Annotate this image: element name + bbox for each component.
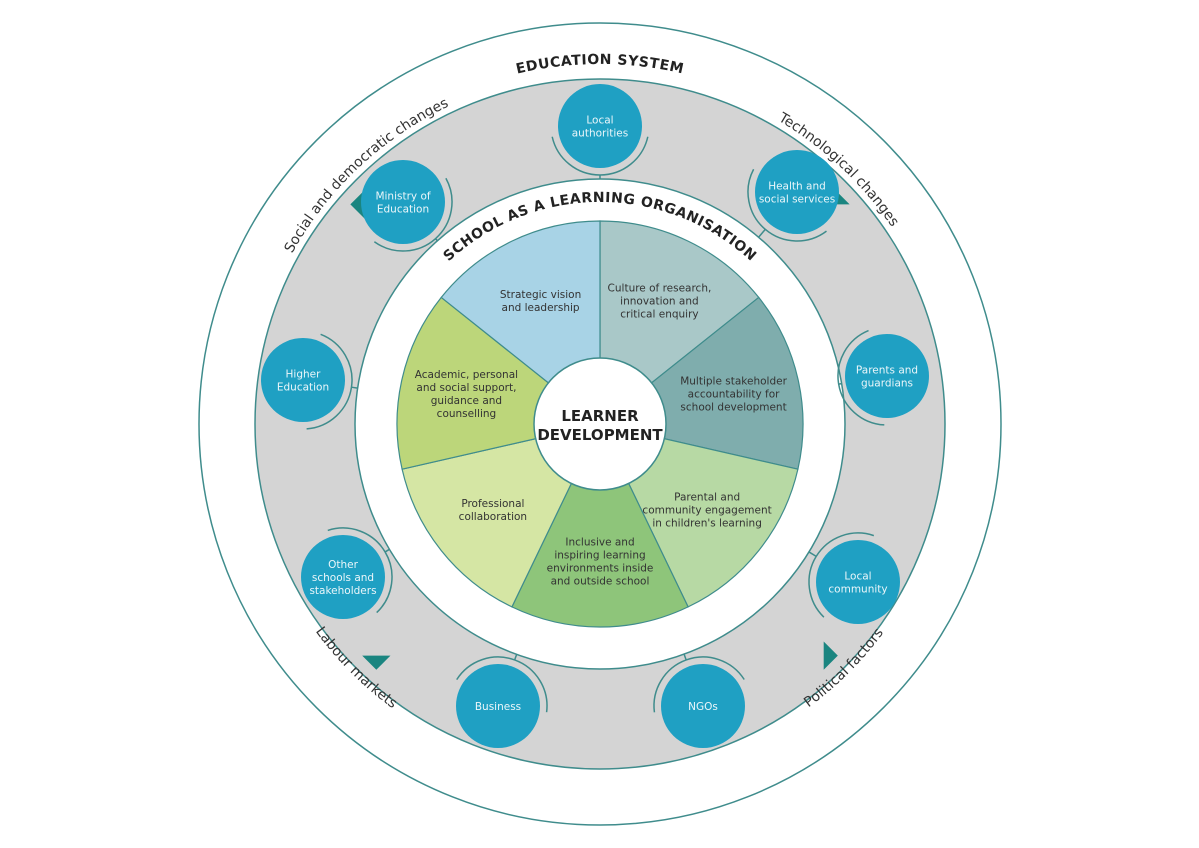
learner-development-circle [533, 357, 667, 491]
dimension-slice [401, 423, 602, 608]
stakeholder-bracket [551, 136, 649, 176]
stakeholder-circle [261, 338, 345, 422]
stakeholder-circle [301, 535, 385, 619]
stakeholder-label: authorities [572, 128, 628, 140]
dimension-label: Inclusive and [565, 537, 634, 549]
stakeholder-label: Business [475, 701, 521, 713]
force-arrow-icon [362, 655, 391, 670]
dimension-label: collaboration [459, 511, 527, 523]
dimension-label: environments inside [547, 563, 654, 575]
dimension-slice [511, 422, 689, 628]
stakeholder-bracket [373, 177, 453, 252]
dimension-label: Professional [461, 498, 524, 510]
dimension-label: and social support, [416, 382, 516, 394]
force-arrow-icon [823, 641, 838, 670]
dimension-label: Multiple stakeholder [680, 376, 787, 388]
dimension-label: Parental and [674, 491, 740, 503]
stakeholder-circle [816, 540, 900, 624]
stakeholder-ngos: NGOs [653, 653, 745, 748]
dimension-label: and outside school [551, 576, 650, 588]
center-label-line-2: DEVELOPMENT [537, 426, 663, 444]
dimension-slice [598, 423, 799, 608]
stakeholder-connector [758, 228, 766, 238]
dimension-label: accountability for [688, 389, 780, 401]
force-arrow-icon [350, 190, 365, 219]
stakeholder-label: Local [586, 115, 613, 127]
stakeholder-circle [558, 84, 642, 168]
stakeholder-label: guardians [861, 378, 913, 390]
dimension-label: in children's learning [652, 517, 762, 529]
stakeholder-label: community [828, 584, 887, 596]
stakeholder-circle [755, 150, 839, 234]
stakeholder-bracket [456, 656, 548, 713]
dimension-label: school development [680, 402, 786, 414]
stakeholder-circle [361, 160, 445, 244]
stakeholder-label: Local [844, 571, 871, 583]
stakeholder-label: Higher [286, 369, 322, 381]
dimension-label: innovation and [620, 296, 699, 308]
stakeholder-label: stakeholders [309, 585, 376, 597]
stakeholder-label: social services [759, 194, 835, 206]
stakeholder-circle [661, 664, 745, 748]
stakeholder-connector [434, 238, 438, 242]
stakeholder-bracket [327, 527, 393, 614]
stakeholder-connector [808, 551, 817, 558]
dimension-label: Strategic vision [500, 289, 581, 301]
dimension-label: Academic, personal [415, 369, 518, 381]
stakeholder-connector [683, 653, 687, 661]
dimension-label: Culture of research, [608, 283, 712, 295]
stakeholder-label: schools and [312, 572, 374, 584]
dimension-label: critical enquiry [620, 309, 698, 321]
stakeholder-label: Ministry of [375, 191, 430, 203]
dimension-label: guidance and [431, 395, 502, 407]
stakeholder-business: Business [456, 654, 548, 748]
stakeholder-label: Education [377, 204, 429, 216]
stakeholder-label: Parents and [856, 365, 918, 377]
stakeholder-circle [845, 334, 929, 418]
stakeholder-circle [456, 664, 540, 748]
stakeholder-connector [513, 654, 518, 661]
dimension-label: counselling [437, 408, 497, 420]
dimension-label: inspiring learning [554, 550, 645, 562]
center-label-line-1: LEARNER [561, 407, 639, 425]
stakeholder-label: NGOs [688, 701, 718, 713]
stakeholder-bracket [653, 656, 745, 713]
stakeholder-label: Other [328, 559, 358, 571]
stakeholder-bracket [747, 168, 827, 242]
stakeholder-connector [351, 386, 358, 389]
stakeholder-label: Health and [768, 181, 826, 193]
stakeholder-connector [384, 548, 390, 553]
stakeholder-label: Education [277, 382, 329, 394]
dimension-label: community engagement [642, 504, 771, 516]
stakeholder-bracket [306, 333, 353, 430]
stakeholder-bracket [808, 532, 875, 618]
dimension-label: and leadership [502, 302, 580, 314]
